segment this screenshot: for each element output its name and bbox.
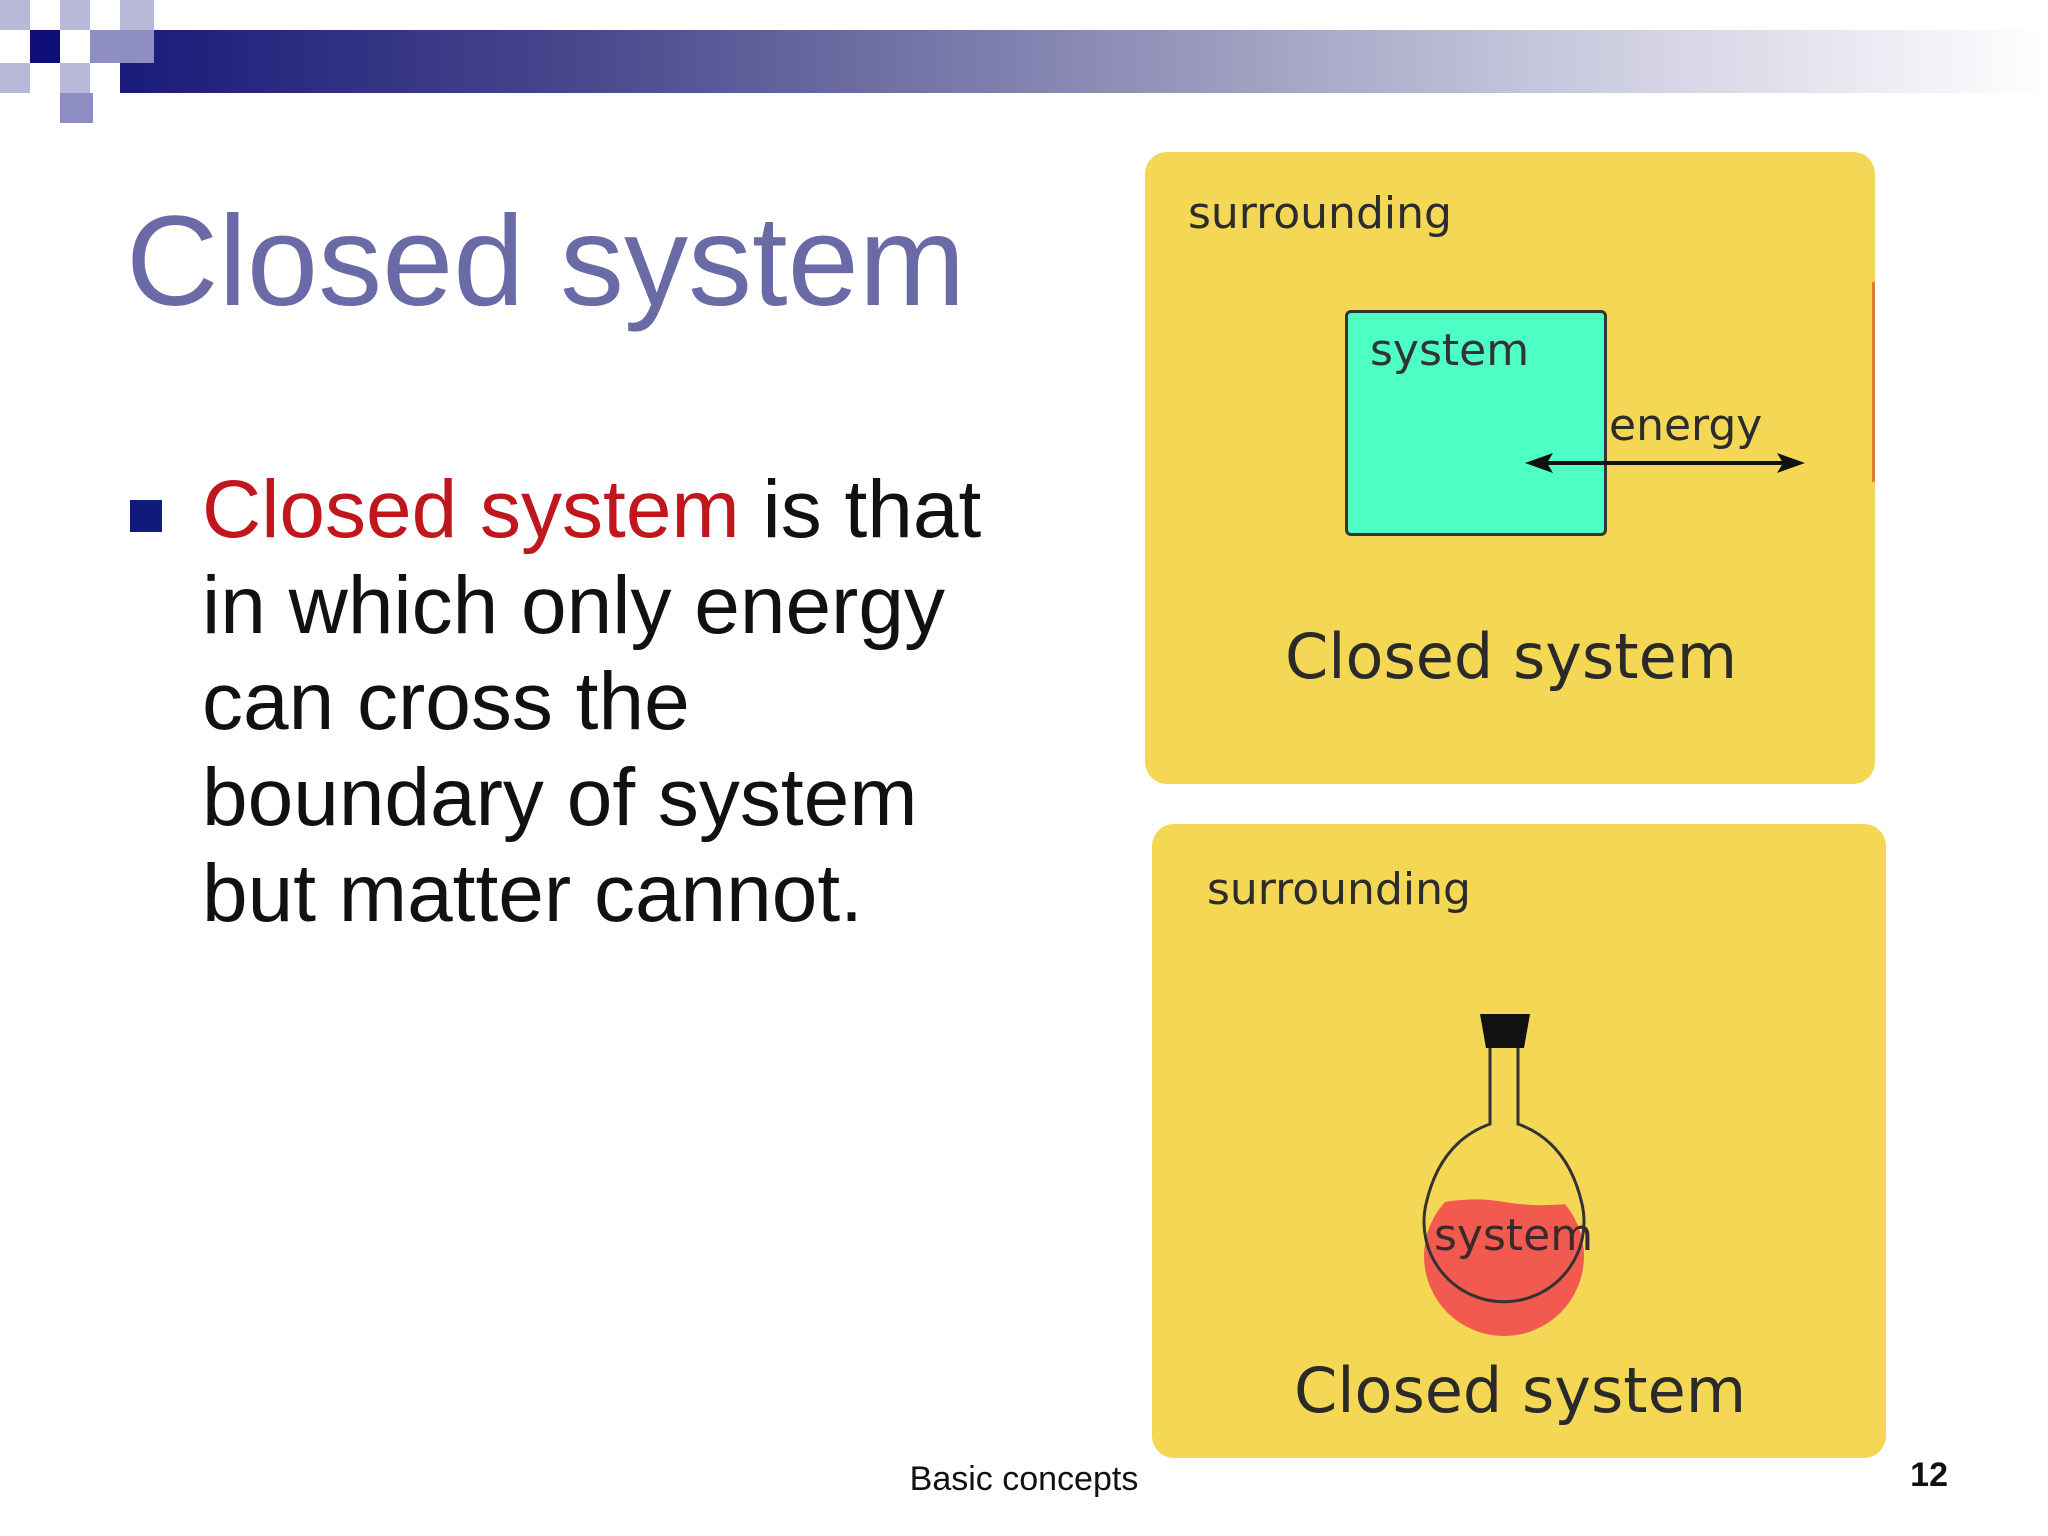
energy-label: energy	[1609, 400, 1763, 451]
header-deco-square	[0, 63, 30, 93]
header-deco-square	[90, 30, 154, 63]
panel-edge-line	[1872, 282, 1875, 482]
bullet-text: Closed system is that in which only ener…	[202, 462, 1002, 942]
header-deco-square	[0, 0, 30, 30]
header-gradient-bar	[120, 30, 2048, 93]
diagram-caption: Closed system	[1294, 1354, 1747, 1427]
surrounding-label: surrounding	[1207, 864, 1471, 915]
bullet-body: is that in which only energy can cross t…	[202, 464, 982, 939]
system-label: system	[1434, 1210, 1594, 1261]
bullet-term: Closed system	[202, 464, 740, 555]
page-number: 12	[1910, 1456, 1948, 1494]
header-deco-square	[60, 63, 90, 93]
system-box: system	[1345, 310, 1607, 536]
system-label: system	[1370, 325, 1530, 376]
closed-system-flask-diagram: surrounding system Closed system	[1152, 824, 1886, 1458]
header-deco-square	[120, 0, 154, 30]
double-arrow-icon	[1525, 453, 1805, 473]
diagram-caption: Closed system	[1285, 620, 1738, 693]
bullet-square-icon	[130, 500, 162, 532]
header-deco-square	[30, 30, 60, 63]
footer-text: Basic concepts	[909, 1460, 1139, 1498]
header-deco-square	[60, 0, 90, 30]
flask-icon	[1422, 1014, 1586, 1336]
closed-system-box-diagram: surrounding system energy Closed system	[1145, 152, 1875, 784]
surrounding-label: surrounding	[1188, 188, 1452, 239]
slide-title: Closed system	[126, 190, 966, 333]
header-deco-square	[60, 93, 93, 123]
